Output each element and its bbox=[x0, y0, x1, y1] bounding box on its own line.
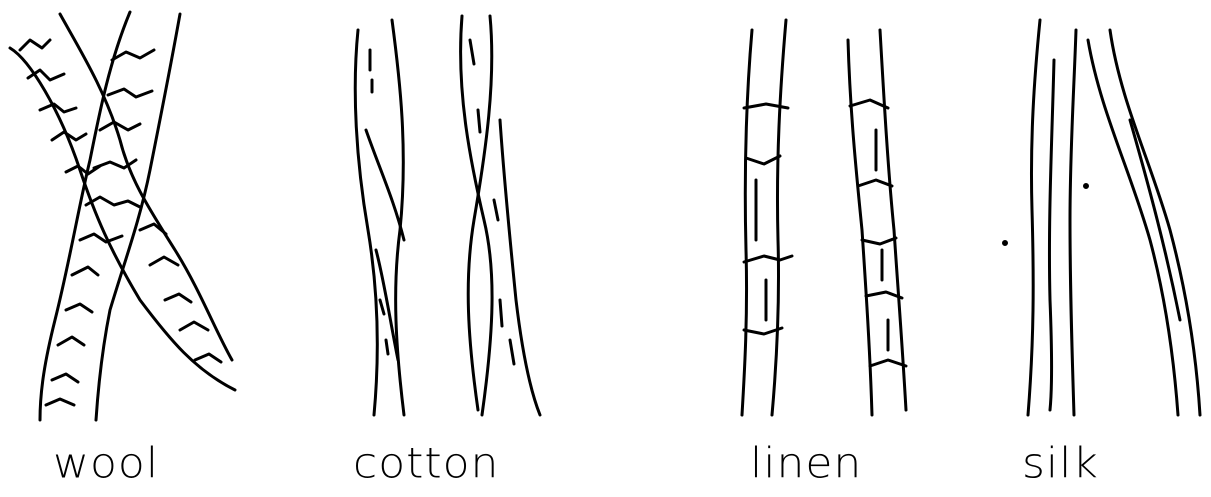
cotton-drawing bbox=[355, 16, 540, 415]
label-wool: wool bbox=[53, 439, 159, 487]
wool-drawing bbox=[10, 12, 235, 420]
linen-drawing bbox=[742, 20, 906, 415]
silk-drawing bbox=[1004, 20, 1201, 415]
label-silk: silk bbox=[1022, 439, 1099, 487]
label-linen: linen bbox=[750, 439, 862, 487]
label-cotton: cotton bbox=[353, 439, 499, 487]
